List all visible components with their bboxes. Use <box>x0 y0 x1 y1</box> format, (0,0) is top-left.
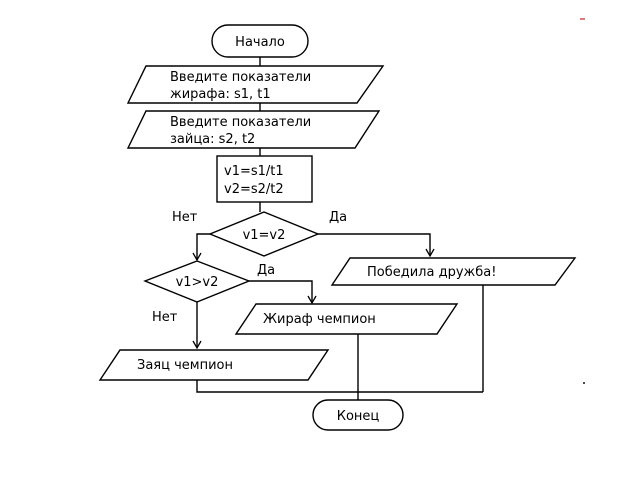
label-yes-2: Да <box>257 263 275 278</box>
end-label: Конец <box>337 409 380 424</box>
arrow-equal-no <box>192 233 210 262</box>
process-line-1: v1=s1/t1 <box>224 164 284 179</box>
output-hare-block: Заяц чемпион <box>98 349 330 381</box>
label-yes-1: Да <box>329 210 347 225</box>
start-terminal: Начало <box>211 24 309 58</box>
output-giraffe-block: Жираф чемпион <box>234 303 459 335</box>
process-line-2: v2=s2/t2 <box>224 182 284 197</box>
decision-greater-label: v1>v2 <box>176 275 219 290</box>
input-hare-block: Введите показатели зайца: s2, t2 <box>126 110 381 149</box>
output-giraffe-label: Жираф чемпион <box>263 312 376 327</box>
output-hare-label: Заяц чемпион <box>137 358 233 373</box>
process-block: v1=s1/t1 v2=s2/t2 <box>216 155 313 203</box>
output-friendship-block: Победила дружба! <box>330 257 577 286</box>
output-friendship-label: Победила дружба! <box>367 265 496 280</box>
decision-equal-label: v1=v2 <box>243 228 286 243</box>
decision-greater-block: v1>v2 <box>143 260 251 303</box>
decision-equal-block: v1=v2 <box>208 211 320 257</box>
input-hare-line-1: Введите показатели <box>170 115 311 130</box>
arrow-greater-yes <box>249 280 317 305</box>
start-label: Начало <box>235 35 285 50</box>
label-no-2: Нет <box>152 310 178 325</box>
input-giraffe-line-1: Введите показатели <box>170 70 311 85</box>
input-giraffe-line-2: жирафа: s1, t1 <box>170 87 271 102</box>
input-giraffe-block: Введите показатели жирафа: s1, t1 <box>126 65 385 104</box>
label-no-1: Нет <box>172 210 198 225</box>
input-hare-line-2: зайца: s2, t2 <box>170 132 255 147</box>
connector-merge <box>196 380 483 393</box>
arrow-equal-yes <box>318 233 435 258</box>
end-terminal: Конец <box>312 399 404 431</box>
